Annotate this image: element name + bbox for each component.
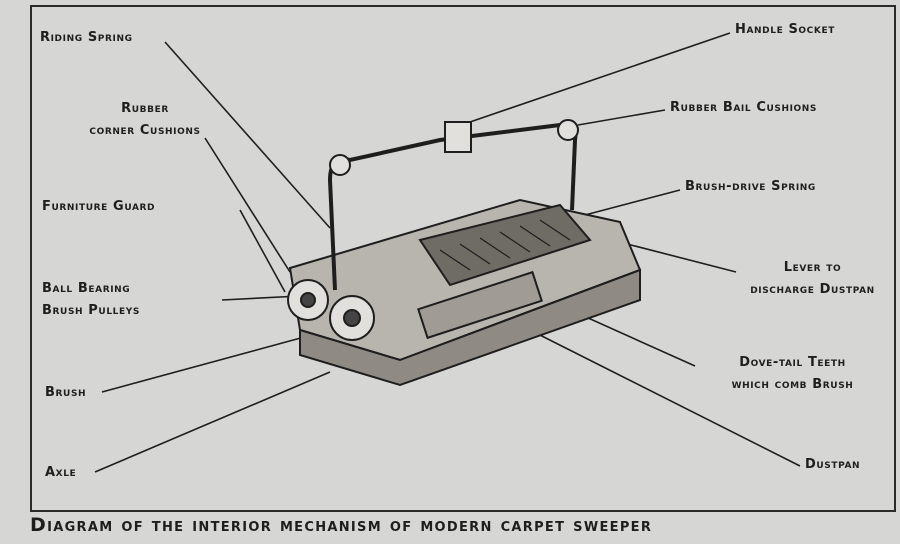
label-line: Rubber	[121, 101, 169, 116]
label-line: Ball Bearing	[42, 281, 131, 296]
leader-rubber-bail	[577, 109, 666, 126]
leader-dustpan	[519, 324, 801, 467]
label-line: Lever to	[783, 260, 842, 275]
label-rubber-bail-cushions: Rubber Bail Cushions	[670, 100, 818, 115]
label-line: Brush Pulleys	[42, 303, 140, 318]
label-handle-socket: Handle Socket	[735, 22, 835, 37]
label-axle: Axle	[45, 465, 77, 480]
label-lever-to-discharge-dustpan: Lever to discharge Dustpan	[740, 257, 885, 301]
rubber-bail-cushion-right	[557, 119, 579, 141]
label-dovetail-teeth: Dove-tail Teeth which comb Brush	[700, 352, 885, 396]
label-brush-drive-spring: Brush-drive Spring	[685, 179, 816, 194]
label-rubber-corner-cushions: Rubber corner Cushions	[70, 98, 220, 142]
dustpan	[417, 270, 543, 340]
leader-riding-spring	[164, 41, 331, 229]
label-line: Dove-tail Teeth	[739, 355, 846, 370]
handle-socket	[444, 121, 472, 153]
sweeper-front	[299, 268, 641, 387]
label-dustpan: Dustpan	[805, 457, 861, 472]
label-line: corner Cushions	[89, 123, 201, 138]
label-ball-bearing-brush-pulleys: Ball Bearing Brush Pulleys	[42, 278, 140, 322]
figure-caption: Diagram of the interior mechanism of mod…	[30, 514, 653, 536]
leader-rubber-corner	[204, 137, 291, 273]
label-riding-spring: Riding Spring	[40, 30, 133, 45]
leader-furniture-guard	[239, 209, 286, 293]
leader-brush-drive	[584, 189, 681, 216]
leader-axle	[94, 371, 331, 473]
label-brush: Brush	[45, 385, 87, 400]
label-furniture-guard: Furniture Guard	[42, 199, 156, 214]
leader-handle-socket	[469, 32, 731, 123]
leader-brush	[101, 329, 331, 393]
rubber-bail-cushion-left	[329, 154, 351, 176]
diagram-frame	[30, 5, 896, 512]
label-line: which comb Brush	[731, 377, 854, 392]
leader-ball-bearing	[221, 295, 301, 301]
label-line: discharge Dustpan	[750, 282, 875, 297]
